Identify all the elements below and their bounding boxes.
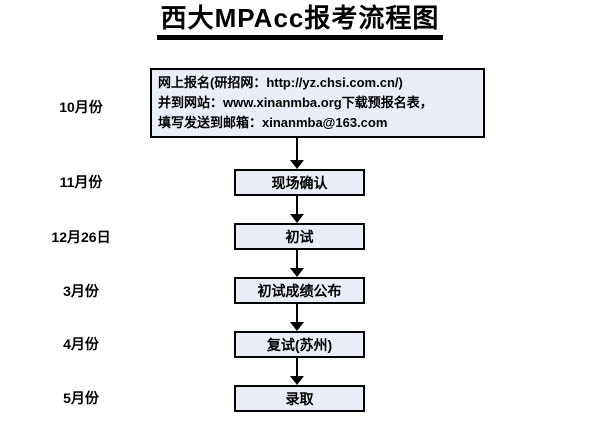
timeline-label-october: 10月份	[59, 99, 103, 115]
down-arrowhead-icon	[290, 376, 304, 385]
timeline-label-march: 3月份	[63, 283, 99, 299]
down-arrow-connector-4	[290, 304, 304, 331]
step-label: 录取	[285, 390, 314, 407]
down-arrowhead-icon	[290, 268, 304, 277]
page-title: 西大MPAcc报考流程图	[156, 3, 444, 40]
arrow-stem	[296, 250, 298, 269]
timeline-label-december-26: 12月26日	[51, 229, 111, 245]
timeline-label-april: 4月份	[63, 336, 99, 352]
down-arrow-connector-3	[290, 250, 304, 277]
down-arrow-connector-5	[290, 358, 304, 385]
flow-step-box-initial-exam: 初试	[234, 223, 365, 250]
down-arrowhead-icon	[290, 160, 304, 169]
flow-step-box-admission: 录取	[234, 385, 365, 412]
title-bar: 西大MPAcc报考流程图	[0, 3, 600, 40]
step-label: 初试成绩公布	[257, 282, 342, 299]
step-label: 现场确认	[271, 174, 328, 191]
timeline-label-may: 5月份	[63, 390, 99, 406]
registration-line-2: 并到网站：www.xinanmba.org下载预报名表，	[158, 95, 433, 110]
flow-step-box-online-registration: 网上报名(研招网：http://yz.chsi.com.cn/) 并到网站：ww…	[150, 68, 485, 138]
arrow-stem	[296, 196, 298, 215]
down-arrowhead-icon	[290, 322, 304, 331]
arrow-stem	[296, 304, 298, 323]
registration-line-1: 网上报名(研招网：http://yz.chsi.com.cn/)	[158, 75, 403, 90]
arrow-stem	[296, 358, 298, 377]
timeline-label-november: 11月份	[59, 174, 103, 190]
step-label: 复试(苏州)	[266, 336, 333, 353]
step-label: 初试	[285, 228, 314, 245]
down-arrow-connector-1	[290, 138, 304, 169]
flow-step-box-exam-results: 初试成绩公布	[234, 277, 365, 304]
flow-step-box-onsite-confirmation: 现场确认	[234, 169, 365, 196]
flow-step-box-second-exam-suzhou: 复试(苏州)	[234, 331, 365, 358]
down-arrowhead-icon	[290, 214, 304, 223]
registration-line-3: 填写发送到邮箱：xinanmba@163.com	[158, 115, 388, 130]
arrow-stem	[296, 138, 298, 161]
down-arrow-connector-2	[290, 196, 304, 223]
